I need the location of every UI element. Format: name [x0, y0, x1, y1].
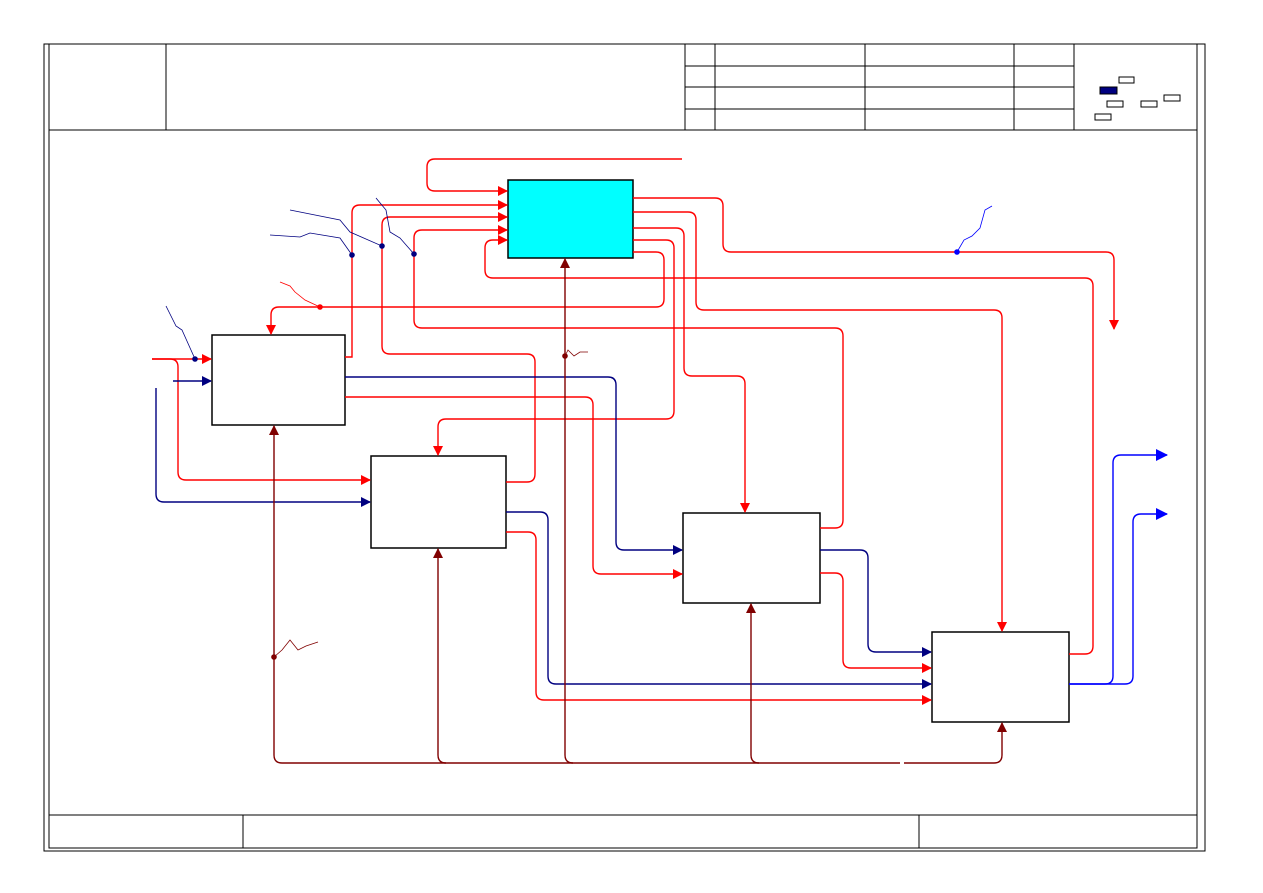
- leader-squiggle-3: [289, 209, 383, 247]
- arrow-a3-out-to-a5[interactable]: [506, 531, 932, 705]
- arrow-a5-out-to-a1[interactable]: [484, 235, 1094, 655]
- arrow-a1-out-to-a4[interactable]: [633, 227, 750, 513]
- mechanism-to-a4[interactable]: [746, 603, 760, 764]
- header-block: [165, 44, 1075, 130]
- arrow-top-external-to-a1[interactable]: [426, 158, 682, 196]
- mechanism-bus: [273, 754, 900, 764]
- leader-squiggle-1: [165, 305, 196, 360]
- dot-3: [379, 243, 385, 249]
- node-map-box-2: [1118, 76, 1135, 84]
- leader-squiggle-6: [564, 349, 588, 357]
- node-map-box-3: [1106, 100, 1124, 108]
- arrow-a5-output-2[interactable]: [1069, 508, 1168, 685]
- arrow-a3-out-to-a1[interactable]: [381, 212, 536, 483]
- leader-squiggle-2: [269, 232, 353, 256]
- dot-1: [192, 356, 198, 362]
- activity-box-a5[interactable]: [931, 631, 1070, 723]
- leader-squiggle-5: [279, 281, 321, 308]
- footer-block: [242, 815, 920, 848]
- arrow-a2-out-to-a4[interactable]: [345, 396, 683, 579]
- leader-squiggle-4: [375, 197, 415, 255]
- arrow-a1-out-to-a2[interactable]: [266, 251, 665, 335]
- arrow-a1-out-to-a3[interactable]: [433, 239, 675, 456]
- dot-7: [271, 654, 277, 660]
- activity-box-a2[interactable]: [211, 334, 346, 426]
- dot-5: [317, 304, 323, 310]
- junction-dots: [192, 243, 960, 660]
- arrow-external-in-to-a3-navy[interactable]: [155, 388, 371, 507]
- label-leaders: [165, 197, 993, 658]
- node-map-box-6: [1094, 113, 1112, 121]
- arrow-a1-out-to-a5[interactable]: [633, 211, 1007, 632]
- leader-squiggle-8: [956, 205, 993, 253]
- sheet-frame: [43, 43, 1206, 852]
- arrow-a5-output-1[interactable]: [1069, 449, 1168, 685]
- arrow-a4-out-to-a5-navy[interactable]: [820, 549, 932, 657]
- mechanism-to-a1[interactable]: [560, 258, 574, 764]
- arrow-a4-out-to-a1[interactable]: [413, 225, 844, 529]
- mechanism-to-a5[interactable]: [904, 722, 1007, 764]
- dot-2: [349, 252, 355, 258]
- node-map-box-1: [1099, 86, 1118, 95]
- arrow-a4-out-to-a5[interactable]: [820, 572, 932, 673]
- arrow-a2-out-to-a1[interactable]: [345, 200, 508, 358]
- arrow-a2-out-to-a4-navy[interactable]: [345, 376, 683, 555]
- dot-4: [411, 251, 417, 257]
- node-map-box-5: [1163, 94, 1181, 102]
- activity-box-a3[interactable]: [370, 455, 507, 549]
- dot-6: [562, 353, 568, 359]
- arrow-external-in-to-a3[interactable]: [152, 358, 371, 485]
- arrow-a3-out-to-a5-navy[interactable]: [506, 511, 932, 689]
- dot-8: [954, 249, 960, 255]
- leader-squiggle-7: [273, 639, 319, 658]
- activity-box-a1[interactable]: [507, 179, 634, 259]
- node-map-box-4: [1140, 100, 1158, 108]
- activity-box-a4[interactable]: [682, 512, 821, 604]
- mechanism-to-a3[interactable]: [433, 548, 447, 764]
- node-map-thumbnail[interactable]: [1094, 76, 1181, 121]
- arrow-a1-out-external[interactable]: [633, 197, 1119, 330]
